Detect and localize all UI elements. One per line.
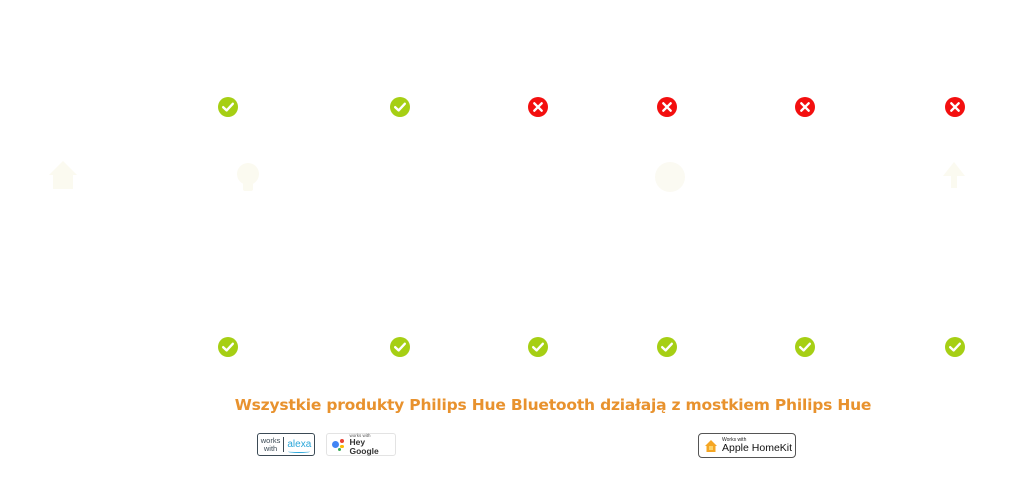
check-icon bbox=[795, 337, 815, 357]
alexa-divider bbox=[283, 437, 285, 452]
lamp-icon bbox=[937, 158, 971, 192]
apple-homekit-badge: Works with Apple HomeKit bbox=[698, 433, 796, 458]
works-with-alexa-badge: works with alexa bbox=[257, 433, 315, 456]
cross-icon bbox=[657, 97, 677, 117]
check-icon bbox=[528, 337, 548, 357]
cross-icon bbox=[945, 97, 965, 117]
check-icon bbox=[390, 97, 410, 117]
homekit-works-with-text: Works with bbox=[722, 436, 747, 443]
alexa-works-text: works bbox=[260, 435, 281, 445]
bulb-icon bbox=[231, 160, 265, 194]
cross-icon bbox=[795, 97, 815, 117]
bridge-icon bbox=[46, 158, 80, 192]
homekit-apple-homekit-text: Apple HomeKit bbox=[722, 441, 793, 454]
check-icon bbox=[390, 337, 410, 357]
homekit-house-icon bbox=[705, 439, 717, 452]
hey-google-badge: works with Hey Google bbox=[326, 433, 396, 456]
google-works-with-text: works with bbox=[349, 432, 371, 438]
google-assistant-icon bbox=[332, 438, 345, 451]
alexa-with-text: with bbox=[263, 443, 278, 453]
cross-icon bbox=[528, 97, 548, 117]
alexa-works-with-label: works with bbox=[260, 435, 284, 453]
check-icon bbox=[218, 337, 238, 357]
bridge-compatibility-headline: Wszystkie produkty Philips Hue Bluetooth… bbox=[234, 396, 872, 414]
check-icon bbox=[657, 337, 677, 357]
app-icon bbox=[653, 160, 687, 194]
check-icon bbox=[945, 337, 965, 357]
alexa-logo: alexa bbox=[287, 438, 312, 453]
google-hey-google-text: Hey Google bbox=[349, 437, 379, 456]
check-icon bbox=[218, 97, 238, 117]
